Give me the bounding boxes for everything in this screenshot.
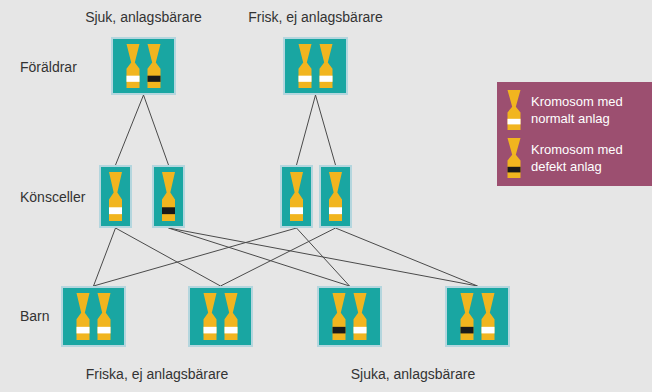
normal-band <box>329 207 342 214</box>
child-cell <box>188 286 253 347</box>
group-label: Friska, ej anlagsbärare <box>86 366 228 382</box>
normal-band <box>204 327 217 334</box>
chromosome-body <box>162 172 175 221</box>
chromosome <box>148 44 161 88</box>
chromosome-pair <box>285 39 346 93</box>
legend-panel: Kromosom med normalt anlagKromosom med d… <box>497 82 652 186</box>
inheritance-line <box>144 95 169 165</box>
inheritance-line <box>316 95 336 165</box>
chromosome-body <box>320 44 333 88</box>
chromosome-body <box>225 293 238 340</box>
chromosome <box>508 138 521 178</box>
defect-band <box>162 207 175 214</box>
inheritance-line <box>169 228 478 286</box>
row-label: Könsceller <box>20 189 85 205</box>
normal-band <box>299 76 312 82</box>
row-label: Föräldrar <box>20 59 77 75</box>
normal-band <box>98 327 111 334</box>
chromosome <box>299 44 312 88</box>
row-label: Barn <box>20 308 50 324</box>
inheritance-line <box>336 228 478 286</box>
inheritance-line <box>116 95 144 165</box>
child-cell <box>61 286 126 347</box>
normal-band <box>109 207 122 214</box>
chromosome-body <box>354 293 367 340</box>
normal-band <box>354 327 367 334</box>
inheritance-line <box>94 228 116 286</box>
chromosome <box>320 44 333 88</box>
chromosome-body <box>290 172 303 221</box>
normal-band <box>508 119 521 125</box>
chromosome-pair <box>190 288 251 345</box>
node-heading: Frisk, ej anlagsbärare <box>248 9 383 25</box>
legend-chromosome <box>507 90 521 130</box>
inheritance-line <box>116 228 221 286</box>
chromosome-body <box>109 172 122 221</box>
chromosome-body <box>508 138 521 178</box>
gamete-cell <box>152 165 185 228</box>
gamete-cell <box>280 165 313 228</box>
chromosome-body <box>127 44 140 88</box>
chromosome-body <box>461 293 474 340</box>
chromosome-body <box>77 293 90 340</box>
chromosome-body <box>299 44 312 88</box>
node-heading: Sjuk, anlagsbärare <box>85 9 202 25</box>
defect-band <box>333 327 346 334</box>
chromosome <box>290 172 303 221</box>
chromosome-pair <box>101 167 130 226</box>
child-cell <box>317 286 382 347</box>
chromosome <box>77 293 90 340</box>
chromosome-pair <box>63 288 124 345</box>
chromosome <box>225 293 238 340</box>
normal-band <box>225 327 238 334</box>
parent-cell: Sjuk, anlagsbärare <box>111 37 176 95</box>
chromosome-body <box>148 44 161 88</box>
chromosome-body <box>508 90 521 130</box>
chromosome-body <box>98 293 111 340</box>
chromosome-body <box>482 293 495 340</box>
chromosome <box>461 293 474 340</box>
defect-band <box>461 327 474 334</box>
inheritance-line <box>94 228 297 286</box>
group-label: Sjuka, anlagsbärare <box>351 366 476 382</box>
chromosome-pair <box>282 167 311 226</box>
parent-cell: Frisk, ej anlagsbärare <box>283 37 348 95</box>
chromosome-pair <box>447 288 508 345</box>
chromosome-pair <box>113 39 174 93</box>
chromosome-body <box>329 172 342 221</box>
chromosome <box>333 293 346 340</box>
child-cell <box>445 286 510 347</box>
chromosome-pair <box>319 288 380 345</box>
normal-band <box>482 327 495 334</box>
legend-entry: Kromosom med normalt anlag <box>507 90 643 130</box>
gamete-cell <box>319 165 352 228</box>
defect-band <box>508 167 521 173</box>
chromosome <box>127 44 140 88</box>
normal-band <box>290 207 303 214</box>
inheritance-line <box>297 228 350 286</box>
chromosome-body <box>204 293 217 340</box>
chromosome <box>508 90 521 130</box>
chromosome-body <box>333 293 346 340</box>
defect-band <box>148 76 161 82</box>
legend-text: Kromosom med defekt anlag <box>531 141 643 175</box>
chromosome <box>162 172 175 221</box>
gamete-cell <box>99 165 132 228</box>
normal-band <box>320 76 333 82</box>
normal-band <box>77 327 90 334</box>
chromosome-pair <box>154 167 183 226</box>
chromosome <box>204 293 217 340</box>
inheritance-line <box>221 228 336 286</box>
legend-chromosome <box>507 138 521 178</box>
legend-entry: Kromosom med defekt anlag <box>507 138 643 178</box>
chromosome <box>354 293 367 340</box>
chromosome <box>482 293 495 340</box>
legend-text: Kromosom med normalt anlag <box>531 93 643 127</box>
chromosome <box>329 172 342 221</box>
chromosome-pair <box>321 167 350 226</box>
inheritance-line <box>297 95 316 165</box>
normal-band <box>127 76 140 82</box>
chromosome <box>109 172 122 221</box>
chromosome <box>98 293 111 340</box>
